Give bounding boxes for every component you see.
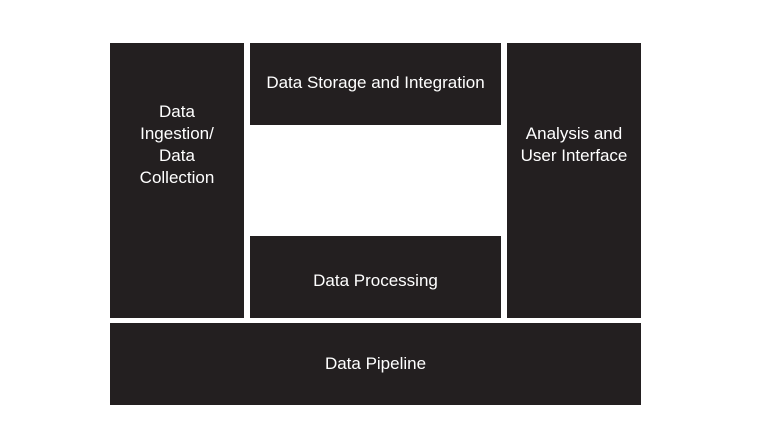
data-ingestion-block: Data Ingestion/ Data Collection [110,43,244,318]
data-processing-label: Data Processing [313,270,438,290]
analysis-ui-label: Analysis and User Interface [520,123,628,165]
data-pipeline-block: Data Pipeline [110,323,641,405]
data-storage-label: Data Storage and Integration [266,72,485,92]
data-ingestion-label: Data Ingestion/ Data Collection [139,101,215,187]
data-pipeline-label: Data Pipeline [324,354,427,373]
analysis-ui-block: Analysis and User Interface [507,43,641,318]
data-processing-block: Data Processing [250,236,501,318]
data-storage-block: Data Storage and Integration [250,43,501,125]
